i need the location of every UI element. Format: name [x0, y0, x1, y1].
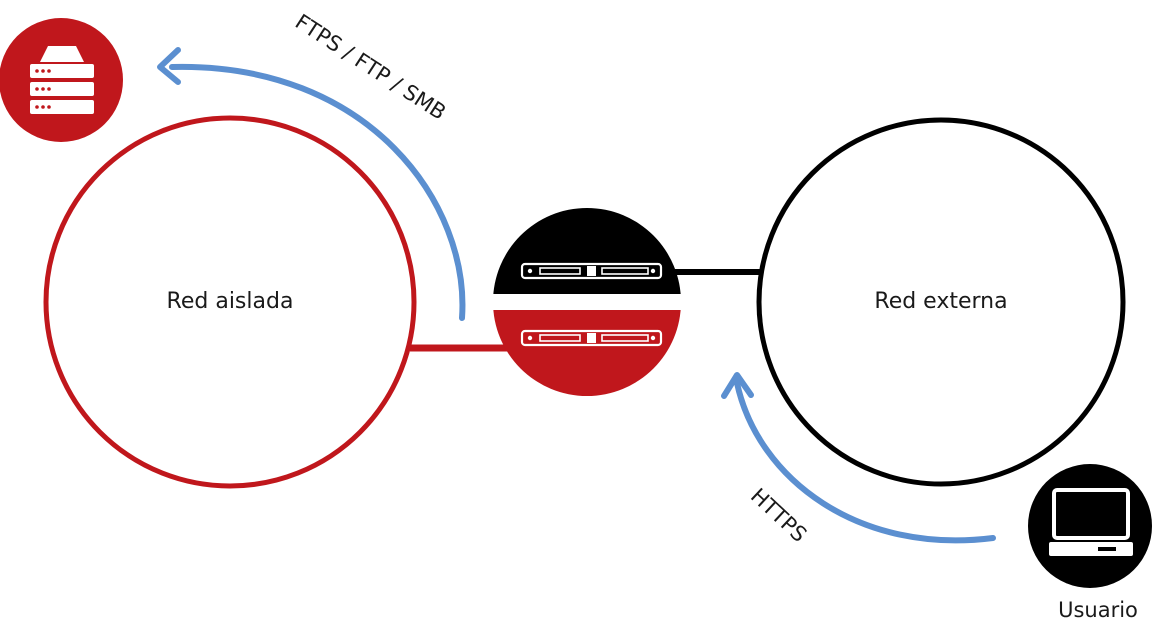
- isolated-network-circle: [43, 115, 417, 489]
- server-storage-icon: [30, 46, 94, 114]
- web-access-arrowhead: [721, 372, 754, 399]
- web-access-arrow: [734, 380, 996, 544]
- isolated-network: Red aislada: [43, 115, 417, 489]
- rack-appliance-icon: [520, 262, 663, 347]
- user-circle: [1028, 464, 1152, 588]
- user-label: Usuario: [1058, 598, 1138, 622]
- storage-server-node: [0, 18, 123, 142]
- storage-server-circle: [0, 18, 123, 142]
- file-transfer-flow: FTPS / FTP / SMB: [157, 10, 466, 321]
- external-network: Red externa: [756, 117, 1126, 487]
- file-transfer-label: FTPS / FTP / SMB: [291, 10, 450, 125]
- file-transfer-arrow: [169, 63, 466, 321]
- web-access-flow: HTTPS: [721, 372, 996, 547]
- web-access-label: HTTPS: [746, 484, 811, 547]
- gateway-appliance: [493, 208, 681, 396]
- user-node: Usuario: [1028, 464, 1152, 622]
- file-transfer-arrowhead: [157, 47, 181, 85]
- external-network-label: Red externa: [874, 289, 1007, 314]
- isolated-network-label: Red aislada: [167, 289, 294, 314]
- laptop-icon: [1049, 488, 1133, 556]
- external-network-circle: [756, 117, 1126, 487]
